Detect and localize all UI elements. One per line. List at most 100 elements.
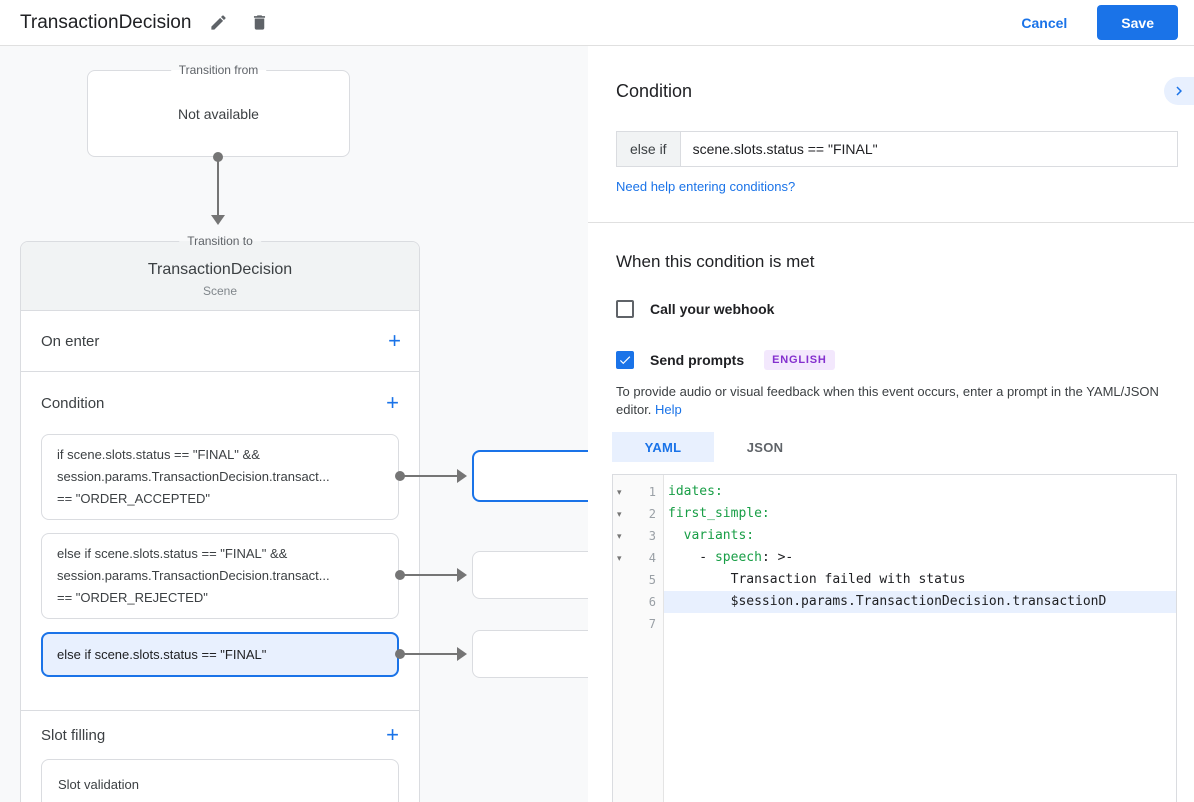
send-prompts-checkbox[interactable] [616,351,634,369]
scene-header: TransactionDecision Scene [21,242,419,311]
cancel-button[interactable]: Cancel [1021,14,1068,31]
webhook-label: Call your webhook [650,301,775,317]
on-enter-row: On enter + [21,311,419,372]
tab-yaml[interactable]: YAML [612,432,714,462]
collapse-panel-button[interactable] [1164,77,1194,105]
fold-arrow-icon[interactable]: ▾ [617,530,622,541]
editor-code-area[interactable]: idates: first_simple: variants: - speech:… [664,475,1176,802]
plus-icon: + [388,328,401,353]
send-prompts-row: Send prompts ENGLISH [616,350,1194,370]
plus-icon: + [386,722,399,747]
line-number: 2 [648,507,656,521]
condition-section-label: Condition [41,394,105,412]
on-enter-label: On enter [41,332,100,350]
connector-line [404,574,458,576]
language-badge: ENGLISH [764,350,835,370]
add-slot-button[interactable]: + [386,722,399,747]
code-line[interactable]: idates: [668,484,723,499]
transition-from-box: Transition from Not available [87,63,350,157]
transition-from-value: Not available [178,105,259,122]
top-bar: TransactionDecision Cancel Save [0,0,1194,46]
save-button[interactable]: Save [1097,5,1178,40]
condition-card[interactable]: else if scene.slots.status == "FINAL" [41,632,399,677]
condition-input[interactable] [679,131,1178,167]
code-line[interactable]: first_simple: [668,506,770,521]
condition-text: session.params.TransactionDecision.trans… [57,469,330,484]
add-on-enter-button[interactable]: + [388,328,401,353]
code-line[interactable]: - speech: >- [668,550,794,565]
transition-from-legend: Transition from [170,63,267,77]
fold-arrow-icon[interactable]: ▾ [617,486,622,497]
condition-text: session.params.TransactionDecision.trans… [57,568,330,583]
conditions-help-link[interactable]: Need help entering conditions? [616,179,796,194]
webhook-row: Call your webhook [616,299,1194,319]
scene-name: TransactionDecision [147,260,293,278]
fold-arrow-icon[interactable]: ▾ [617,508,622,519]
editor-tabs: YAML JSON [612,432,1194,462]
add-condition-button[interactable]: + [386,390,399,415]
transition-target-box[interactable] [472,551,588,599]
flow-canvas: Transition from Not available Transition… [0,46,588,802]
condition-text: if scene.slots.status == "FINAL" && [57,447,260,462]
connector-dot [395,570,405,580]
line-number: 7 [648,617,656,631]
arrow-right-icon [457,647,467,661]
section-divider [588,222,1194,223]
chevron-right-icon [1176,86,1182,96]
prompt-description: To provide audio or visual feedback when… [616,383,1178,419]
transition-to-legend: Transition to [179,234,261,248]
condition-detail-panel: Condition else if Need help entering con… [588,46,1194,802]
delete-scene-button[interactable] [246,9,273,36]
code-line[interactable]: Transaction failed with status [668,572,966,587]
transition-target-box[interactable] [472,450,588,502]
slot-filling-section: Slot filling + Slot validation [21,711,419,802]
connector-dot [395,649,405,659]
line-number: 6 [648,595,656,609]
page-title: TransactionDecision [20,11,192,33]
code-line[interactable]: $session.params.TransactionDecision.tran… [664,591,1176,613]
prompt-description-text: To provide audio or visual feedback when… [616,384,1159,417]
code-line[interactable] [664,613,1176,635]
connector-dot [395,471,405,481]
connector-line [404,475,458,477]
edit-title-button[interactable] [205,9,232,36]
line-number: 3 [648,529,656,543]
connector-line [404,653,458,655]
fold-arrow-icon[interactable]: ▾ [617,552,622,563]
transition-to-box: Transition to TransactionDecision Scene … [20,234,420,802]
transition-target-box[interactable] [472,630,588,678]
slot-validation-card[interactable]: Slot validation [41,759,399,802]
webhook-checkbox[interactable] [616,300,634,318]
condition-section: Condition + if scene.slots.status == "FI… [21,372,419,711]
code-line[interactable]: variants: [668,528,755,543]
slot-filling-label: Slot filling [41,726,106,744]
condition-card-list: if scene.slots.status == "FINAL" && sessi… [41,434,399,710]
scene-type: Scene [202,283,238,298]
condition-text: == "ORDER_REJECTED" [57,590,208,605]
condition-text: else if scene.slots.status == "FINAL" && [57,546,288,561]
condition-input-row: else if [616,131,1178,167]
line-number: 5 [648,573,656,587]
slot-validation-label: Slot validation [58,776,139,792]
check-icon [619,356,631,365]
line-number: 4 [648,551,656,565]
trash-icon [254,15,266,30]
tab-json[interactable]: JSON [746,439,784,455]
plus-icon: + [386,390,399,415]
when-met-title: When this condition is met [616,252,815,271]
panel-title: Condition [616,81,693,101]
condition-card[interactable]: else if scene.slots.status == "FINAL" &&… [41,533,399,619]
arrow-down-icon [211,215,225,225]
condition-operator-label: else if [616,131,681,167]
condition-card[interactable]: if scene.slots.status == "FINAL" && sessi… [41,434,399,520]
arrow-right-icon [457,469,467,483]
pencil-icon [211,15,227,30]
arrow-right-icon [457,568,467,582]
condition-text: else if scene.slots.status == "FINAL" [57,646,267,662]
help-link[interactable]: Help [655,402,682,417]
condition-text: == "ORDER_ACCEPTED" [57,491,210,506]
connector-line [217,157,219,217]
